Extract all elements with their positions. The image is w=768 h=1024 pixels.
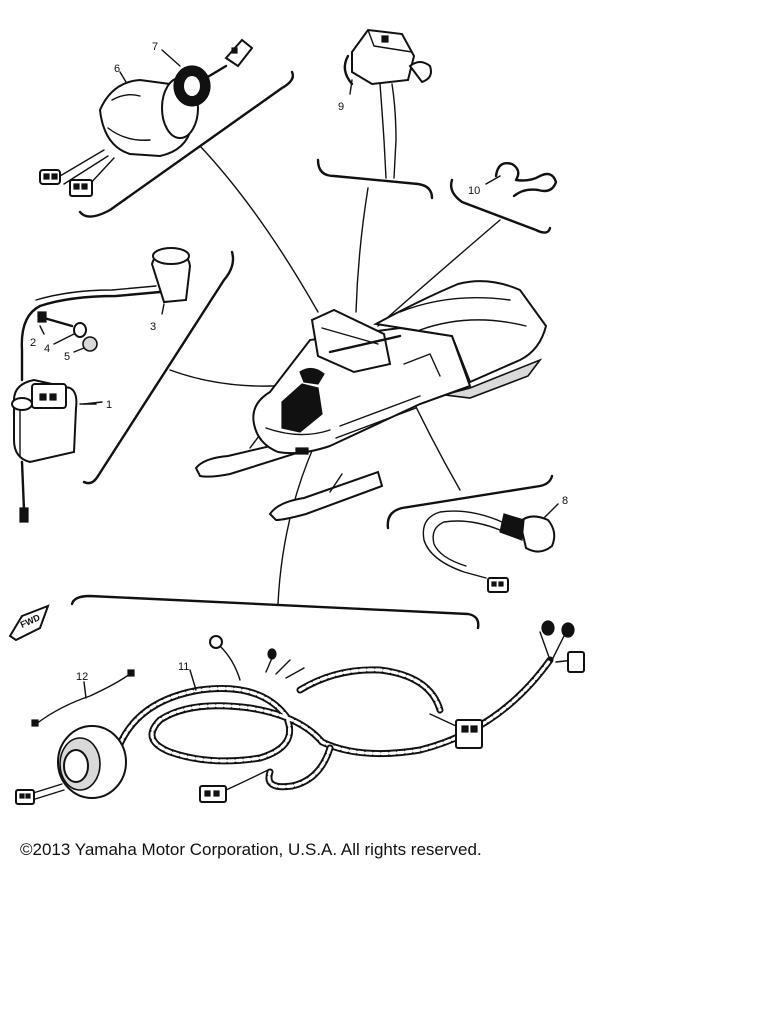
snowmobile-illustration	[194, 280, 548, 522]
callout-2: 2	[30, 337, 36, 349]
front-arrow: FWD	[8, 604, 50, 642]
callout-labels: 1 2 3 4 5 6 7 8 9 10 11 12	[30, 41, 568, 699]
part-stop-switch	[422, 510, 556, 593]
callout-4: 4	[44, 343, 50, 355]
leader-harness	[277, 445, 315, 605]
callout-3: 3	[150, 321, 156, 333]
group-bracket-relay	[316, 158, 434, 200]
leader-lines	[70, 70, 554, 630]
callout-7: 7	[152, 41, 158, 53]
part-plug-cap	[20, 247, 192, 382]
part-cdi-unit	[11, 378, 97, 523]
leader-clip	[377, 219, 501, 327]
leader-relay	[355, 187, 369, 313]
group-bracket-ignition	[78, 70, 295, 218]
callout-9: 9	[338, 101, 344, 113]
callout-8: 8	[562, 495, 568, 507]
part-ignition-key	[173, 38, 254, 107]
part-lead-wire	[31, 669, 135, 727]
callout-11: 11	[178, 661, 189, 673]
parts-diagram: FWD	[8, 28, 585, 805]
part-bolt-washers	[37, 311, 98, 352]
callout-1: 1	[106, 399, 112, 411]
group-bracket-cdi	[82, 250, 235, 485]
copyright-notice: ©2013 Yamaha Motor Corporation, U.S.A. A…	[20, 840, 482, 859]
callout-6: 6	[114, 63, 120, 75]
group-bracket-clip	[449, 178, 552, 234]
group-bracket-harness	[70, 594, 480, 630]
callout-5: 5	[64, 351, 70, 363]
part-relay	[343, 28, 432, 179]
part-clip	[494, 162, 558, 198]
leader-ignition	[199, 145, 319, 313]
callout-10: 10	[468, 185, 480, 197]
callout-12: 12	[76, 671, 88, 683]
part-main-switch	[39, 77, 199, 197]
part-wire-harness	[116, 620, 585, 803]
group-bracket-switch	[386, 474, 554, 530]
part-stator-coil	[15, 725, 127, 805]
